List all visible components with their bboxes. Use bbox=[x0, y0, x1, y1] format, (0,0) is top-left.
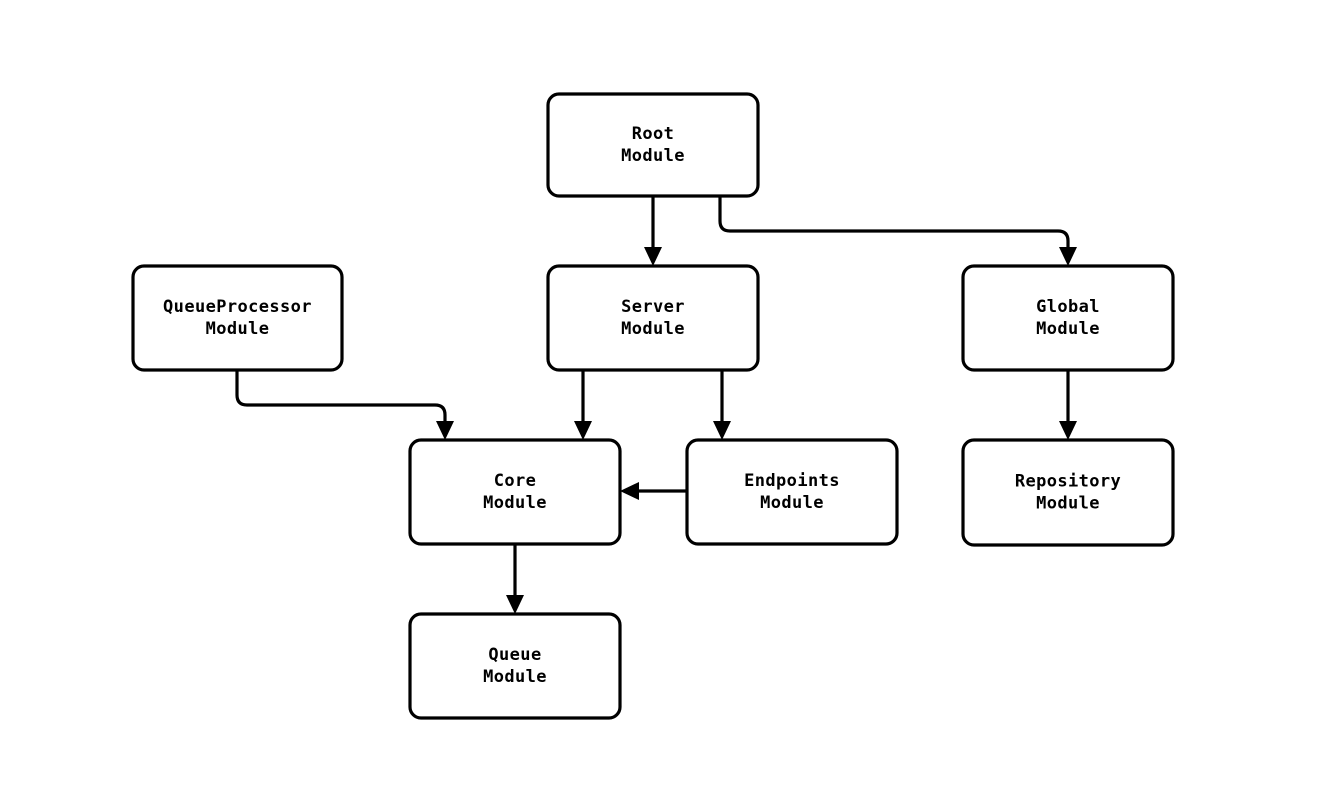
arrowhead-icon bbox=[436, 421, 454, 440]
node-label-line1: Queue bbox=[488, 645, 541, 665]
edge-core-to-queue bbox=[506, 544, 524, 614]
edge-root-to-global bbox=[718, 196, 1077, 266]
nodes-layer: RootModuleQueueProcessorModuleServerModu… bbox=[131, 92, 1175, 720]
node-box[interactable] bbox=[408, 438, 622, 546]
edge-root-to-server bbox=[644, 196, 662, 266]
arrowhead-icon bbox=[506, 595, 524, 614]
node-label-line1: Global bbox=[1036, 297, 1100, 317]
node-label-line1: Root bbox=[632, 124, 675, 144]
node-label-line1: Endpoints bbox=[744, 471, 840, 491]
arrowhead-icon bbox=[1059, 247, 1077, 266]
node-box[interactable] bbox=[546, 264, 760, 372]
node-label-line2: Module bbox=[483, 493, 547, 513]
node-box[interactable] bbox=[546, 92, 760, 198]
edge-queueprocessor-to-core bbox=[235, 370, 454, 440]
edge-line bbox=[235, 370, 447, 424]
edge-line bbox=[718, 196, 1070, 250]
node-box[interactable] bbox=[961, 438, 1175, 547]
node-label-line1: Server bbox=[621, 297, 685, 317]
edge-global-to-repository bbox=[1059, 370, 1077, 440]
arrowhead-icon bbox=[1059, 421, 1077, 440]
node-box[interactable] bbox=[408, 612, 622, 720]
edge-server-to-core bbox=[574, 370, 592, 440]
node-label-line1: Repository bbox=[1015, 472, 1121, 492]
node-label-line2: Module bbox=[1036, 319, 1100, 339]
edge-endpoints-to-core bbox=[620, 482, 687, 500]
node-box[interactable] bbox=[685, 438, 899, 546]
node-label-line2: Module bbox=[621, 146, 685, 166]
node-label-line2: Module bbox=[1036, 494, 1100, 514]
arrowhead-icon bbox=[713, 421, 731, 440]
edge-server-to-endpoints bbox=[713, 370, 731, 440]
arrowhead-icon bbox=[644, 247, 662, 266]
node-box[interactable] bbox=[961, 264, 1175, 372]
edges-layer bbox=[235, 196, 1077, 614]
node-box[interactable] bbox=[131, 264, 344, 372]
node-label-line2: Module bbox=[760, 493, 824, 513]
node-label-line2: Module bbox=[206, 319, 270, 339]
arrowhead-icon bbox=[574, 421, 592, 440]
node-label-line2: Module bbox=[621, 319, 685, 339]
node-label-line2: Module bbox=[483, 667, 547, 687]
node-label-line1: QueueProcessor bbox=[163, 297, 312, 317]
arrowhead-icon bbox=[620, 482, 639, 500]
node-label-line1: Core bbox=[494, 471, 537, 491]
